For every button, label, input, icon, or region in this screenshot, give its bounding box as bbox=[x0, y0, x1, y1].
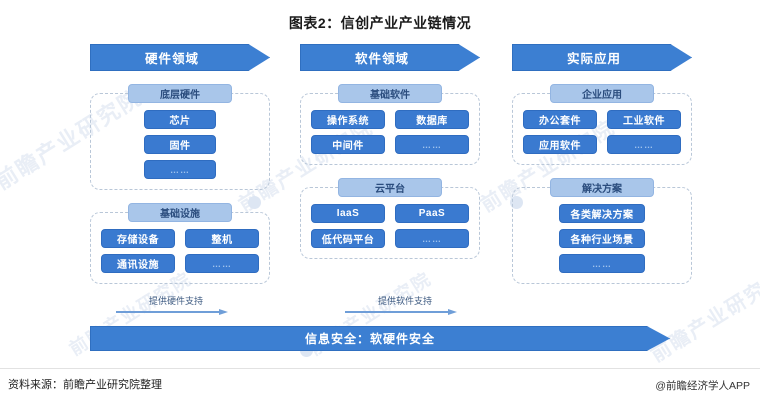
chain-item[interactable]: 操作系统 bbox=[311, 110, 385, 129]
page-title: 图表2：信创产业产业链情况 bbox=[288, 15, 472, 31]
chain-item-ellipsis[interactable]: …… bbox=[395, 229, 469, 248]
chain-item[interactable]: 办公套件 bbox=[523, 110, 597, 129]
arrow-right-icon bbox=[345, 309, 465, 315]
chain-item[interactable]: 芯片 bbox=[144, 110, 216, 129]
chain-item[interactable]: 整机 bbox=[185, 229, 259, 248]
group-label: 解决方案 bbox=[550, 178, 654, 197]
group-body: 存储设备 整机 通讯设施 …… bbox=[90, 212, 270, 284]
support-arrow-label: 提供硬件支持 bbox=[148, 296, 203, 306]
column-header-arrow: 软件领域 bbox=[300, 44, 480, 71]
chain-item[interactable]: 低代码平台 bbox=[311, 229, 385, 248]
chain-column-software: 软件领域 基础软件 操作系统 数据库 中间件 …… 云平台 IaaS PaaS … bbox=[300, 44, 480, 259]
chain-group: 企业应用 办公套件 工业软件 应用软件 …… bbox=[512, 84, 692, 165]
chain-item[interactable]: 各类解决方案 bbox=[559, 204, 645, 223]
chain-item-ellipsis[interactable]: …… bbox=[144, 160, 216, 179]
group-body: 芯片 固件 …… bbox=[90, 93, 270, 190]
chain-item-ellipsis[interactable]: …… bbox=[395, 135, 469, 154]
group-body: IaaS PaaS 低代码平台 …… bbox=[300, 187, 480, 259]
chip-list: 办公套件 工业软件 应用软件 …… bbox=[523, 110, 681, 154]
column-header-arrow: 硬件领域 bbox=[90, 44, 270, 71]
group-body: 办公套件 工业软件 应用软件 …… bbox=[512, 93, 692, 165]
chip-list: 操作系统 数据库 中间件 …… bbox=[311, 110, 469, 154]
watermark-dot-icon bbox=[248, 196, 261, 209]
group-label: 云平台 bbox=[338, 178, 442, 197]
chain-group: 基础软件 操作系统 数据库 中间件 …… bbox=[300, 84, 480, 165]
chain-column-hardware: 硬件领域 底层硬件 芯片 固件 …… 基础设施 存储设备 整机 通讯设施 …… bbox=[90, 44, 270, 284]
arrow-right-icon bbox=[116, 309, 236, 315]
footer-divider bbox=[0, 368, 760, 369]
chain-group: 基础设施 存储设备 整机 通讯设施 …… bbox=[90, 203, 270, 284]
group-label: 基础软件 bbox=[338, 84, 442, 103]
support-arrow-software: 提供软件支持 bbox=[345, 294, 465, 315]
support-arrow-hardware: 提供硬件支持 bbox=[116, 294, 236, 315]
group-label: 基础设施 bbox=[128, 203, 232, 222]
chain-item-ellipsis[interactable]: …… bbox=[607, 135, 681, 154]
chain-item[interactable]: 通讯设施 bbox=[101, 254, 175, 273]
chip-list: 存储设备 整机 通讯设施 …… bbox=[101, 229, 259, 273]
chain-item[interactable]: 数据库 bbox=[395, 110, 469, 129]
group-label: 底层硬件 bbox=[128, 84, 232, 103]
chain-group: 底层硬件 芯片 固件 …… bbox=[90, 84, 270, 190]
chain-group: 云平台 IaaS PaaS 低代码平台 …… bbox=[300, 178, 480, 259]
chip-list: IaaS PaaS 低代码平台 …… bbox=[311, 204, 469, 248]
chain-item[interactable]: 工业软件 bbox=[607, 110, 681, 129]
column-header-arrow: 实际应用 bbox=[512, 44, 692, 71]
group-label: 企业应用 bbox=[550, 84, 654, 103]
chain-item[interactable]: 固件 bbox=[144, 135, 216, 154]
chain-column-application: 实际应用 企业应用 办公套件 工业软件 应用软件 …… 解决方案 各类解决方案 … bbox=[512, 44, 692, 284]
chain-group: 解决方案 各类解决方案 各种行业场景 …… bbox=[512, 178, 692, 284]
group-body: 各类解决方案 各种行业场景 …… bbox=[512, 187, 692, 284]
chain-item-ellipsis[interactable]: …… bbox=[185, 254, 259, 273]
chain-item[interactable]: IaaS bbox=[311, 204, 385, 223]
value-chain-diagram: 硬件领域 底层硬件 芯片 固件 …… 基础设施 存储设备 整机 通讯设施 …… bbox=[0, 44, 760, 294]
source-note: 资料来源：前瞻产业研究院整理 bbox=[8, 379, 162, 391]
chain-item[interactable]: 应用软件 bbox=[523, 135, 597, 154]
support-arrow-label: 提供软件支持 bbox=[377, 296, 432, 306]
security-banner-label: 信息安全：软硬件安全 bbox=[90, 326, 670, 351]
attribution-note: @前瞻经济学人APP bbox=[655, 380, 750, 392]
group-body: 操作系统 数据库 中间件 …… bbox=[300, 93, 480, 165]
chain-item-ellipsis[interactable]: …… bbox=[559, 254, 645, 273]
chain-item[interactable]: 各种行业场景 bbox=[559, 229, 645, 248]
chain-item[interactable]: 存储设备 bbox=[101, 229, 175, 248]
security-banner: 信息安全：软硬件安全 bbox=[90, 326, 670, 351]
chip-list: 各类解决方案 各种行业场景 …… bbox=[523, 204, 681, 273]
watermark-dot-icon bbox=[510, 196, 523, 209]
chip-list: 芯片 固件 …… bbox=[101, 110, 259, 179]
chain-item[interactable]: 中间件 bbox=[311, 135, 385, 154]
chain-item[interactable]: PaaS bbox=[395, 204, 469, 223]
